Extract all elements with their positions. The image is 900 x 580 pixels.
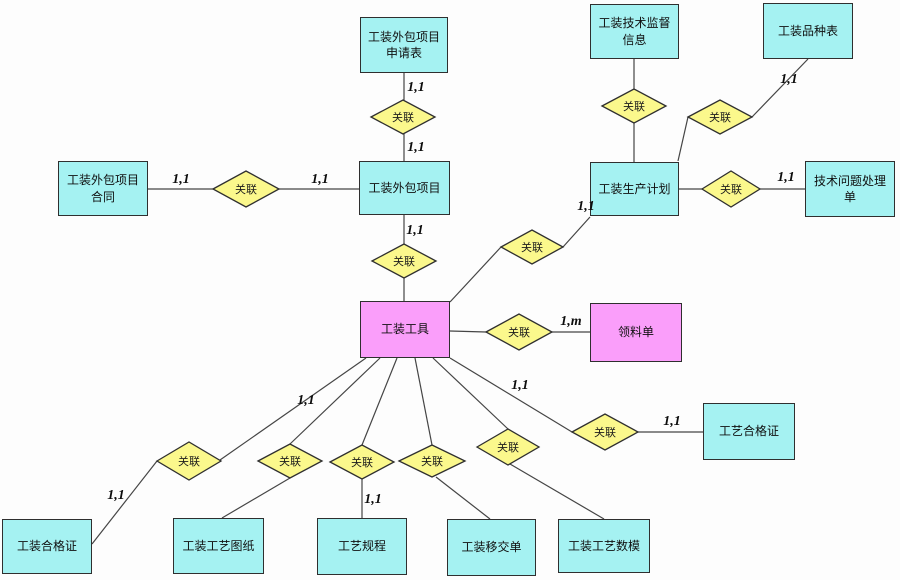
entity-label: 技术问题处理单 — [813, 173, 886, 204]
connector-line — [435, 476, 491, 520]
relationship-diamond — [499, 229, 565, 265]
cardinality-label: 1,1 — [364, 492, 382, 507]
entity-label: 工装移交单 — [461, 540, 522, 555]
relationship-label: 关联 — [508, 326, 530, 339]
entity-label: 工装合格证 — [16, 539, 77, 554]
entity-label: 工艺规程 — [337, 539, 386, 554]
relationship-label: 关联 — [279, 455, 301, 468]
entity-tooling-transfer-sheet: 工装移交单 — [447, 519, 536, 576]
entity-tooling-outsource-application-form: 工装外包项目申请表 — [360, 17, 448, 73]
relationship-label: 关联 — [392, 111, 414, 124]
relationship-label: 关联 — [594, 426, 616, 439]
relationship-diamond — [370, 243, 438, 279]
connector-line — [414, 357, 433, 446]
relationship-label: 关联 — [178, 455, 200, 468]
entity-process-certificate: 工艺合格证 — [703, 403, 795, 460]
entity-tooling-outsource-project: 工装外包项目 — [359, 161, 450, 215]
connector-line — [562, 216, 591, 248]
cardinality-label: 1,1 — [780, 72, 798, 87]
entity-material-requisition: 领料单 — [590, 303, 682, 362]
relationship-diamond — [328, 444, 396, 480]
entity-tooling-tech-supervision-info: 工装技术监督信息 — [590, 4, 679, 59]
relationship-label: 关联 — [393, 255, 415, 268]
relationship-label: 关联 — [720, 183, 742, 196]
connector-line — [219, 357, 367, 461]
connector-line — [91, 460, 158, 545]
relationship-label: 关联 — [521, 241, 543, 254]
cardinality-label: 1,m — [560, 314, 582, 329]
entity-label: 工装外包项目申请表 — [367, 29, 440, 60]
relationship-diamond — [369, 99, 437, 135]
relationship-label: 关联 — [421, 455, 443, 468]
entity-tooling-production-plan: 工装生产计划 — [590, 162, 679, 216]
entity-label: 领料单 — [617, 325, 654, 340]
entity-label: 工装生产计划 — [598, 181, 671, 196]
relationship-diamond — [155, 441, 223, 481]
relationship-diamond — [475, 428, 541, 466]
entity-tooling-process-drawing: 工装工艺图纸 — [173, 518, 264, 574]
cardinality-label: 1,1 — [577, 199, 595, 214]
relationship-diamond — [397, 444, 467, 478]
entity-tech-issue-handling-sheet: 技术问题处理单 — [805, 161, 895, 217]
entity-label: 工装品种表 — [777, 23, 838, 38]
cardinality-label: 1,1 — [407, 80, 425, 95]
relationship-diamond — [211, 170, 281, 208]
connector-line — [751, 58, 809, 118]
connector-line — [509, 463, 605, 520]
entity-tooling-variety-table: 工装品种表 — [763, 3, 853, 59]
relationship-diamond — [600, 88, 668, 124]
relationship-diamond — [256, 443, 324, 479]
cardinality-label: 1,1 — [297, 393, 315, 408]
connector-line — [221, 477, 291, 519]
entity-label: 工装工艺数模 — [567, 538, 640, 553]
cardinality-label: 1,1 — [511, 378, 529, 393]
relationship-label: 关联 — [709, 111, 731, 124]
entity-label: 工装工具 — [380, 322, 429, 337]
relationship-label: 关联 — [497, 441, 519, 454]
entity-label: 工艺合格证 — [718, 424, 779, 439]
entity-label: 工装工艺图纸 — [182, 538, 255, 553]
connector-line — [289, 357, 381, 445]
connector-line — [449, 357, 573, 433]
entity-process-regulation: 工艺规程 — [317, 518, 407, 575]
cardinality-label: 1,1 — [311, 172, 329, 187]
cardinality-label: 1,1 — [777, 170, 795, 185]
entity-label: 工装外包项目合同 — [66, 173, 139, 204]
entity-tooling-certificate: 工装合格证 — [2, 519, 92, 574]
relationship-diamond — [570, 413, 640, 451]
entity-tooling-process-model: 工装工艺数模 — [558, 519, 650, 573]
connector-line — [449, 246, 502, 303]
entity-tooling-outsource-contract: 工装外包项目合同 — [58, 161, 148, 216]
relationship-diamond — [484, 313, 554, 351]
entity-label: 工装外包项目 — [368, 180, 441, 195]
cardinality-label: 1,1 — [172, 172, 190, 187]
relationship-diamond — [686, 99, 754, 135]
connector-line — [449, 330, 487, 333]
cardinality-label: 1,1 — [663, 414, 681, 429]
connector-line — [361, 357, 398, 446]
entity-label: 工装技术监督信息 — [598, 16, 671, 47]
relationship-label: 关联 — [351, 456, 373, 469]
connector-line — [432, 357, 509, 430]
cardinality-label: 1,1 — [406, 223, 424, 238]
relationship-diamond — [700, 170, 762, 208]
entity-tooling-tool: 工装工具 — [360, 301, 450, 358]
cardinality-label: 1,1 — [107, 488, 125, 503]
connector-line — [677, 116, 689, 162]
relationship-label: 关联 — [235, 183, 257, 196]
relationship-label: 关联 — [623, 100, 645, 113]
cardinality-label: 1,1 — [407, 140, 425, 155]
